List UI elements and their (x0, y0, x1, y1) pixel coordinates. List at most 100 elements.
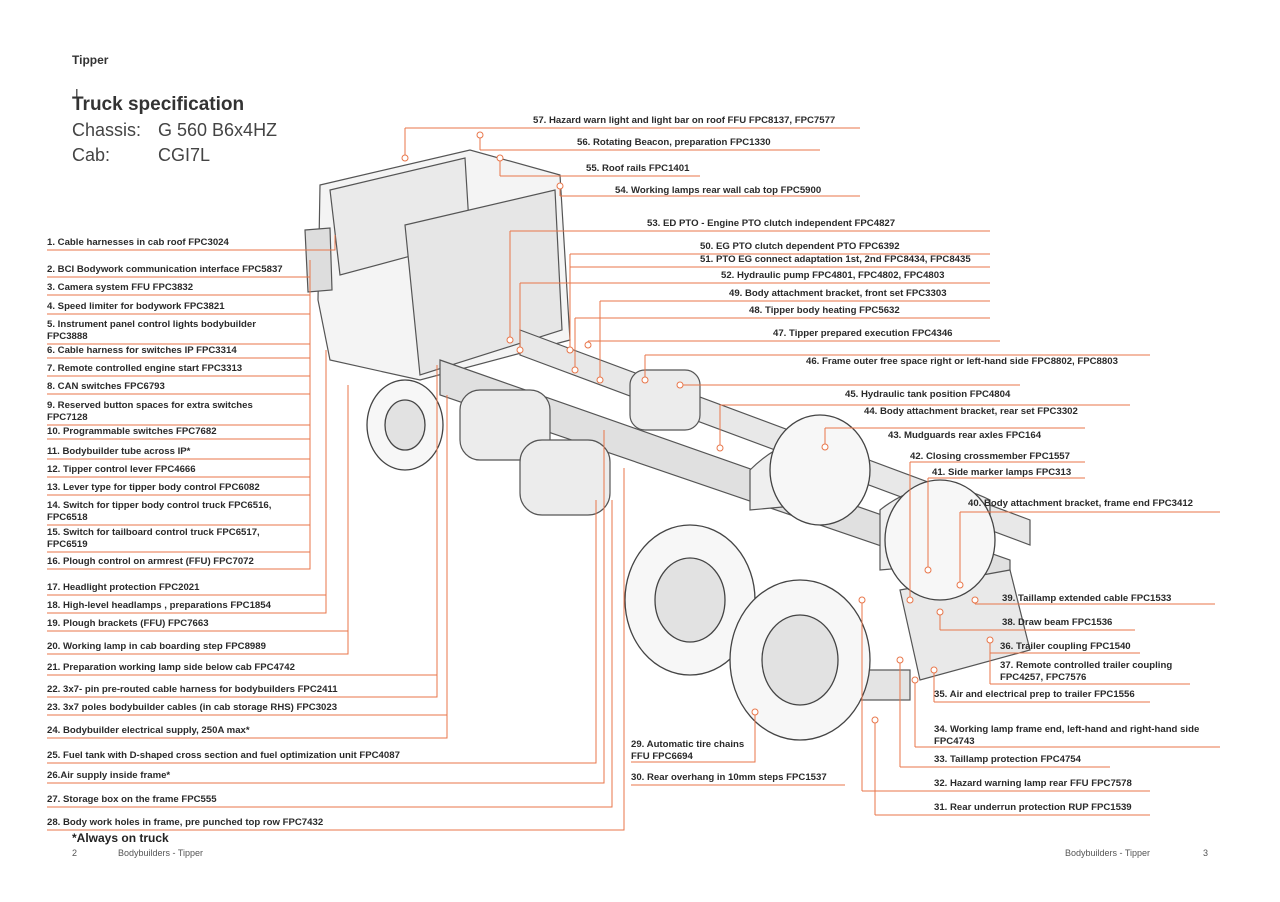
callout-label-left: 23. 3x7 poles bodybuilder cables (in cab… (47, 702, 338, 713)
leader-line (631, 712, 756, 763)
callout-label-left: 17. Headlight protection FPC2021 (47, 582, 200, 593)
leader-line (933, 670, 1150, 703)
page-title: Truck specification (72, 94, 245, 115)
callout-marker (936, 608, 944, 616)
callout-marker (911, 676, 919, 684)
callout-label-left: 5. Instrument panel control lights bodyb… (47, 319, 256, 342)
right-page-number: 3 (1203, 848, 1209, 858)
right-footer-text: Bodybuilders - Tipper (1065, 848, 1151, 858)
callout-label-right: 57. Hazard warn light and light bar on r… (533, 115, 836, 126)
leader-line (47, 235, 336, 251)
text-cursor-icon: I (75, 86, 79, 101)
callout-marker (858, 596, 866, 604)
leader-line (47, 500, 597, 764)
callout-label-right: 54. Working lamps rear wall cab top FPC5… (615, 185, 822, 196)
callout-marker (676, 381, 684, 389)
leader-line (47, 468, 625, 831)
leader-line (909, 461, 1085, 600)
callout-label-left: 4. Speed limiter for bodywork FPC3821 (47, 301, 225, 312)
callout-marker (476, 131, 484, 139)
callout-label-right: 39. Taillamp extended cable FPC1533 (1002, 593, 1172, 604)
leader-line (644, 354, 1150, 380)
callout-label-right: 31. Rear underrun protection RUP FPC1539 (934, 802, 1132, 813)
callout-label-left: 14. Switch for tipper body control truck… (47, 500, 272, 523)
callout-label-left: 6. Cable harness for switches IP FPC3314 (47, 345, 237, 356)
leader-line (914, 680, 1220, 748)
wheels (366, 379, 996, 741)
callout-label-right: 48. Tipper body heating FPC5632 (749, 305, 900, 316)
leader-line (47, 675, 438, 698)
cab-value: CGI7L (158, 145, 211, 165)
callout-label-right: 43. Mudguards rear axles FPC164 (888, 430, 1042, 441)
leader-line (47, 595, 327, 614)
callout-marker (871, 716, 879, 724)
leader-line (959, 511, 1220, 585)
callout-marker (641, 376, 649, 384)
mirror (304, 227, 333, 293)
callout-marker (716, 444, 724, 452)
callout-label-right: 49. Body attachment bracket, front set F… (729, 288, 947, 299)
always-on-truck-note: *Always on truck (72, 831, 169, 845)
callout-label-right: 51. PTO EG connect adaptation 1st, 2nd F… (700, 254, 971, 265)
callout-label-left: 8. CAN switches FPC6793 (47, 381, 165, 392)
callout-marker (556, 182, 564, 190)
callout-marker (956, 581, 964, 589)
callout-marker (566, 346, 574, 354)
callout-label-right: 40. Body attachment bracket, frame end F… (968, 498, 1194, 509)
callout-marker (930, 666, 938, 674)
callout-label-right: 46. Frame outer free space right or left… (806, 356, 1118, 367)
callout-label-left: 1. Cable harnesses in cab roof FPC3024 (47, 237, 229, 248)
callout-marker (906, 596, 914, 604)
callout-label-left: 18. High-level headlamps , preparations … (47, 600, 271, 611)
callout-label-right: 47. Tipper prepared execution FPC4346 (773, 328, 953, 339)
callout-label-right: 33. Taillamp protection FPC4754 (934, 754, 1081, 765)
callout-label-left: 25. Fuel tank with D-shaped cross sectio… (47, 750, 400, 761)
leader-line (47, 552, 311, 570)
leader-line (509, 230, 990, 340)
callout-marker (571, 366, 579, 374)
callout-marker (986, 636, 994, 644)
callout-label-right: 44. Body attachment bracket, rear set FP… (864, 406, 1078, 417)
leader-line (569, 253, 990, 350)
callout-label-left: 7. Remote controlled engine start FPC331… (47, 363, 243, 374)
callout-label-left: 9. Reserved button spaces for extra swit… (47, 400, 253, 423)
far-wheel-2 (884, 479, 996, 601)
chassis-label: Chassis: (72, 120, 142, 140)
chassis-value: G 560 B6x4HZ (158, 120, 278, 140)
leader-line (899, 660, 1110, 768)
callout-label-left: 19. Plough brackets (FFU) FPC7663 (47, 618, 209, 629)
callout-label-left: 16. Plough control on armrest (FFU) FPC7… (47, 556, 254, 567)
callout-label-left: 13. Lever type for tipper body control F… (47, 482, 260, 493)
callout-label-left: 21. Preparation working lamp side below … (47, 662, 295, 673)
fuel-tank (459, 389, 551, 461)
callout-label-left: 28. Body work holes in frame, pre punche… (47, 817, 324, 828)
callout-label-right: 53. ED PTO - Engine PTO clutch independe… (647, 218, 896, 229)
callout-marker (584, 341, 592, 349)
callout-label-right: 56. Rotating Beacon, preparation FPC1330 (577, 137, 771, 148)
callout-label-left: 27. Storage box on the frame FPC555 (47, 794, 217, 805)
leader-line (519, 282, 990, 350)
leader-line (574, 317, 990, 370)
callout-label-right: 38. Draw beam FPC1536 (1002, 617, 1113, 628)
callout-marker (896, 656, 904, 664)
callout-label-left: 2. BCI Bodywork communication interface … (47, 264, 283, 275)
callout-label-right: 30. Rear overhang in 10mm steps FPC1537 (631, 772, 827, 783)
leader-line (47, 430, 605, 784)
leader-line (874, 720, 1150, 816)
leader-line (989, 653, 1190, 685)
far-wheel-1 (769, 414, 871, 526)
leader-line (719, 404, 1130, 448)
callout-label-right: 55. Roof rails FPC1401 (586, 163, 690, 174)
leader-line (47, 715, 448, 739)
left-footer-text: Bodybuilders - Tipper (118, 848, 204, 858)
callout-marker (596, 376, 604, 384)
cab-label: Cab: (72, 145, 111, 165)
callout-marker (506, 336, 514, 344)
callout-label-right: 41. Side marker lamps FPC313 (932, 467, 1072, 478)
section-label: Tipper (72, 53, 109, 67)
callout-label-left: 10. Programmable switches FPC7682 (47, 426, 217, 437)
callout-label-left: 12. Tipper control lever FPC4666 (47, 464, 196, 475)
